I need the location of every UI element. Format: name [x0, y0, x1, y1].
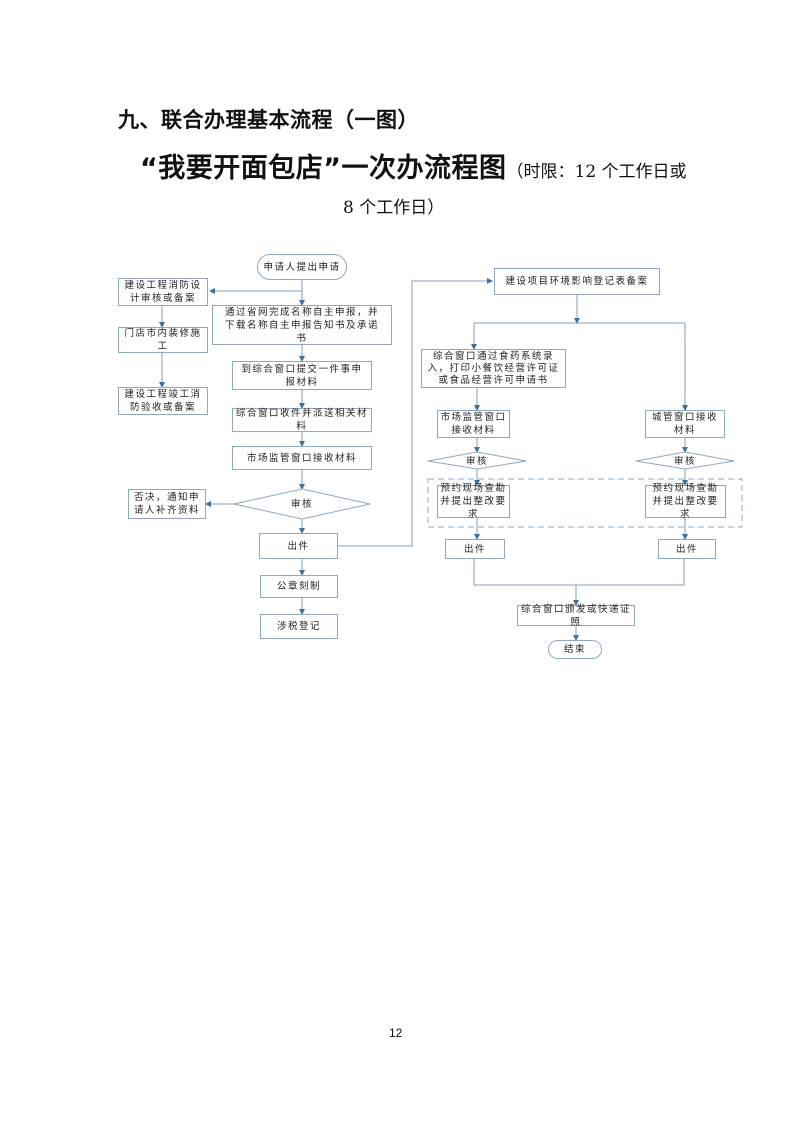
receive-dispatch-node: 综合窗口收件并派送相关材料: [232, 408, 372, 432]
tax-node: 涉税登记: [260, 614, 338, 639]
reject-node: 否决，通知申请人补齐资料: [128, 489, 206, 519]
start-node: 申请人提出申请: [257, 254, 347, 280]
review-right-diamond: [635, 451, 735, 470]
issue-right-node: 出件: [658, 539, 716, 559]
issue-left-node: 出件: [445, 539, 505, 559]
market-receive-right-node: 市场监管窗口接收材料: [437, 410, 510, 438]
time-limit-note: （时限：12 个工作日或: [506, 162, 687, 182]
review-left-label: 审核: [465, 455, 488, 467]
market-receive-node: 市场监管窗口接收材料: [232, 446, 372, 470]
inspect-right-node: 预约现场查勘并提出整改要求: [645, 483, 726, 520]
name-declare-node: 通过省网完成名称自主申报，并下载名称自主申报告知书及承诺书: [212, 305, 392, 345]
inspection-group-outline: [427, 478, 743, 528]
flowchart-title-main: “我要开面包店”一次办流程图: [140, 153, 507, 184]
urban-receive-node: 城管窗口接收材料: [645, 410, 725, 438]
fire-design-node: 建设工程消防设计审核或备案: [118, 278, 208, 306]
page-number: 12: [389, 1026, 403, 1040]
review-left-diamond: [427, 451, 527, 470]
issue-node: 出件: [259, 533, 338, 559]
flowchart-title: “我要开面包店”一次办流程图（时限：12 个工作日或: [140, 146, 687, 185]
connector: [473, 559, 685, 586]
section-heading: 九、联合办理基本流程（一图）: [118, 108, 419, 132]
review-label: 审核: [290, 498, 313, 510]
deliver-node: 综合窗口颁发或快递证照: [517, 604, 635, 628]
decoration-node: 门店市内装修施工: [118, 327, 208, 353]
env-record-node: 建设项目环境影响登记表备案: [494, 268, 660, 295]
food-system-node: 综合窗口通过食药系统录入，打印小餐饮经营许可证或食品经营许可申请书: [421, 349, 566, 388]
inspect-left-node: 预约现场查勘并提出整改要求: [437, 483, 510, 520]
seal-node: 公章刻制: [260, 575, 338, 598]
submit-materials-node: 到综合窗口提交一件事申报材料: [232, 361, 372, 390]
end-node: 结束: [548, 640, 602, 659]
connector: [338, 278, 493, 547]
review-right-label: 审核: [673, 455, 696, 467]
time-limit-note-continued: 8 个工作日）: [343, 198, 445, 218]
fire-acceptance-node: 建设工程竣工消防验收或备案: [118, 387, 208, 415]
review-diamond: [233, 488, 371, 520]
